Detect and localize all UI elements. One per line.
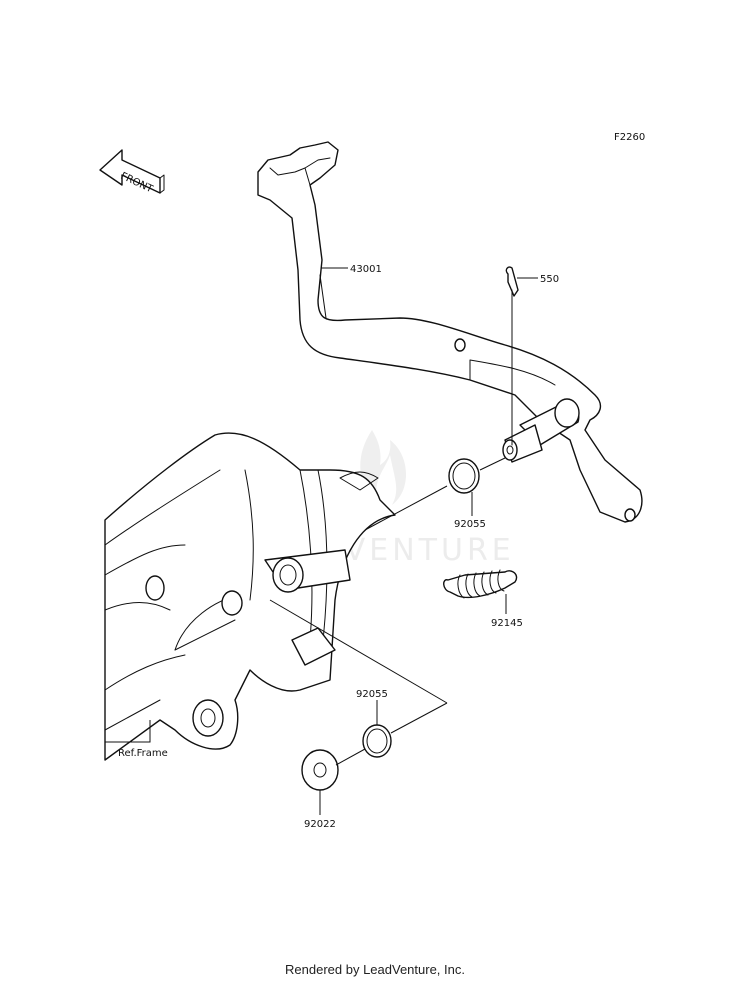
brake-pedal-drawing	[257, 141, 643, 523]
callout-cotter-pin: 550	[540, 274, 559, 285]
callout-brake-pedal: 43001	[350, 264, 382, 275]
o-ring-upper-drawing	[448, 458, 480, 494]
diagram-code: F2260	[614, 132, 645, 143]
o-ring-lower-drawing	[362, 724, 392, 758]
callout-o-ring-upper: 92055	[454, 519, 486, 530]
front-arrow-icon: FRONT	[99, 149, 165, 196]
spring-drawing	[443, 569, 518, 599]
frame-drawing	[104, 432, 396, 761]
callout-spring: 92145	[491, 618, 523, 629]
leader-lines	[105, 267, 538, 815]
callout-o-ring-lower: 92055	[356, 689, 388, 700]
callout-washer: 92022	[304, 819, 336, 830]
cotter-pin-drawing	[505, 266, 519, 446]
washer-drawing	[301, 749, 339, 791]
credit-text: Rendered by LeadVenture, Inc.	[285, 962, 465, 977]
callout-frame: Ref.Frame	[118, 748, 168, 759]
